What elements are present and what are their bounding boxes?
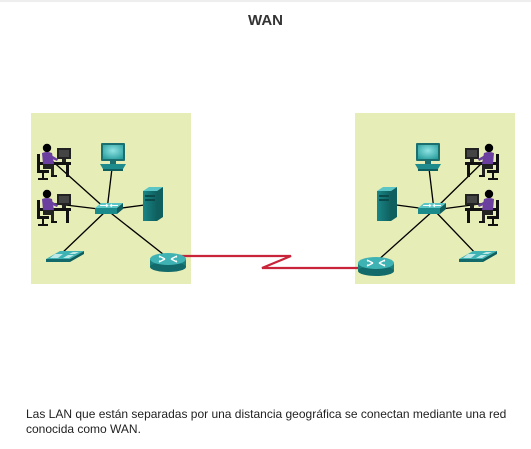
switch-icon (417, 202, 447, 215)
desktop-pc-icon (100, 143, 126, 171)
switch-icon (94, 202, 124, 215)
diagram-title: WAN (248, 12, 283, 29)
server-icon (377, 187, 397, 221)
wan-link (168, 254, 372, 270)
router-icon (149, 252, 187, 273)
top-divider (0, 0, 531, 2)
desktop-pc-icon (415, 143, 441, 171)
router-icon (357, 256, 395, 277)
server-icon (143, 187, 163, 221)
caption-text: Las LAN que están separadas por una dist… (26, 407, 507, 436)
